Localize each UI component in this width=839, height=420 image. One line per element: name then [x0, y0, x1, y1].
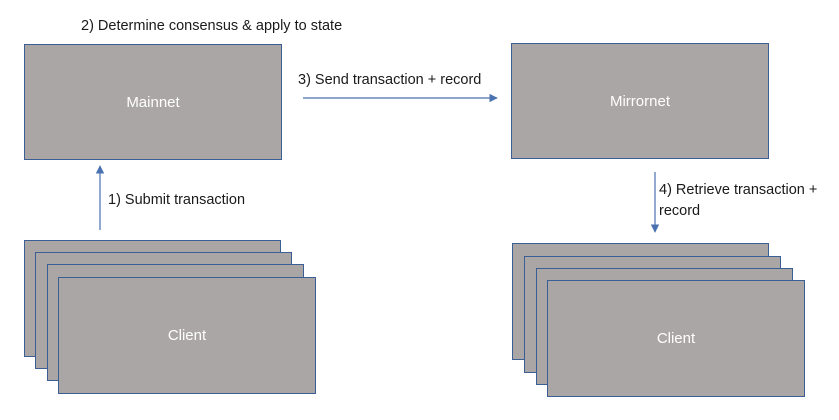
step-1-label: 1) Submit transaction	[108, 192, 246, 208]
mainnet-node: Mainnet	[24, 44, 282, 160]
step-2-label: 2) Determine consensus & apply to state	[81, 18, 343, 34]
mainnet-label: Mainnet	[126, 93, 180, 111]
client-right-label: Client	[656, 330, 696, 347]
step-3-label: 3) Send transaction + record	[298, 72, 482, 88]
client-left-label: Client	[167, 327, 207, 344]
client-right-node: Client	[547, 280, 805, 397]
client-left-node: Client	[58, 277, 316, 394]
mirrornet-label: Mirrornet	[609, 92, 670, 110]
mirrornet-node: Mirrornet	[511, 43, 769, 159]
step-4-label-line-2: record	[659, 203, 701, 219]
step-4-label-line-1: 4) Retrieve transaction +	[659, 182, 818, 198]
